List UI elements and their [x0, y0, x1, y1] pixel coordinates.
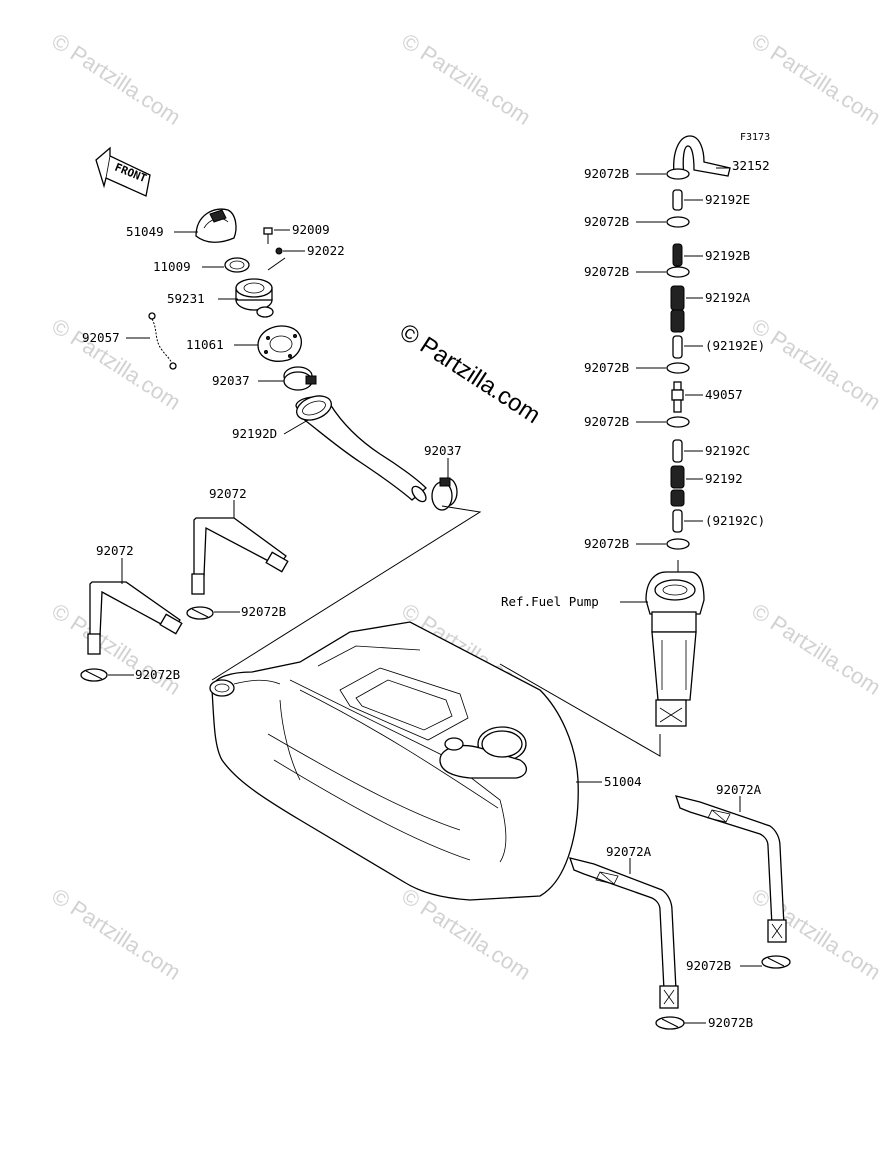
label-92037-lower: 92037 [424, 443, 462, 458]
label-59231: 59231 [167, 291, 205, 306]
label-92057: 92057 [82, 330, 120, 345]
strap-92072A-lower [569, 857, 679, 1009]
figure-code: F3173 [740, 132, 770, 143]
clip-92072B [666, 416, 690, 428]
clip-92072B [666, 538, 690, 550]
clip-92072B [80, 668, 108, 682]
watermark: © Partzilla.com [747, 598, 885, 700]
washer [275, 247, 283, 255]
clip-92072B [666, 216, 690, 228]
clip-92072B [666, 362, 690, 374]
flange-plate [257, 325, 302, 362]
watermark: © Partzilla.com [47, 313, 185, 415]
label-92009: 92009 [292, 222, 330, 237]
filler-cap-cover [195, 208, 237, 243]
label-92072B-strap-upper: 92072B [241, 604, 286, 619]
label-92022: 92022 [307, 243, 345, 258]
hose-92192B [672, 243, 683, 267]
hose-92192 [670, 465, 685, 489]
label-92192: 92192 [705, 471, 743, 486]
gasket-ring [224, 257, 250, 273]
watermark: © Partzilla.com [47, 28, 185, 130]
hose-clamp [431, 477, 458, 511]
check-valve [671, 381, 684, 413]
label-49057: 49057 [705, 387, 743, 402]
label-32152: 32152 [732, 158, 770, 173]
vent-hose [673, 135, 731, 177]
label-92192E: 92192E [705, 192, 750, 207]
watermark: © Partzilla.com [747, 28, 885, 130]
label-92072-upper: 92072 [209, 486, 247, 501]
label-92072-lower: 92072 [96, 543, 134, 558]
label-92072B-9: 92072B [686, 958, 731, 973]
label-11009: 11009 [153, 259, 191, 274]
hose-92192A-lower [670, 309, 685, 333]
label-ref-fuel-pump: Ref.Fuel Pump [501, 594, 599, 609]
tube-92192E-ref [672, 335, 683, 359]
label-92192D: 92192D [232, 426, 277, 441]
label-51049: 51049 [126, 224, 164, 239]
strap-92072A-right [675, 795, 787, 943]
label-11061: 11061 [186, 337, 224, 352]
clip-92072B [186, 606, 214, 620]
label-92072B-5: 92072B [584, 414, 629, 429]
watermark: © Partzilla.com [47, 883, 185, 985]
label-92072A-right: 92072A [716, 782, 762, 797]
watermark: © Partzilla.com [747, 313, 885, 415]
label-92072B-1: 92072B [584, 166, 629, 181]
tube-92192C [672, 439, 683, 463]
bolt [263, 227, 273, 244]
strap-92072-lower [87, 581, 183, 655]
label-92072B-3: 92072B [584, 264, 629, 279]
label-92037-upper: 92037 [212, 373, 250, 388]
label-92072A-lower: 92072A [606, 844, 652, 859]
filler-neck [235, 278, 274, 318]
tube-92192E [672, 189, 683, 211]
clip-92072B [666, 266, 690, 278]
watermark: © Partzilla.com [397, 28, 535, 130]
clip-92072B [666, 168, 690, 180]
label-92192E-ref: (92192E) [705, 338, 765, 353]
front-arrow-icon: FRONT [95, 146, 151, 197]
strap-92072-upper [191, 517, 289, 595]
fuel-tank [209, 621, 579, 901]
clip-92072B [761, 955, 791, 969]
label-92072B-6: 92072B [584, 536, 629, 551]
clip-92072B [655, 1016, 685, 1030]
fuel-pump [645, 560, 705, 727]
tether-cord [148, 312, 177, 370]
label-92072B-2: 92072B [584, 214, 629, 229]
tube-92192C-ref [672, 509, 683, 533]
hose-92192-lower [670, 489, 685, 507]
label-92192C: 92192C [705, 443, 750, 458]
filler-hose [295, 395, 427, 503]
label-51004: 51004 [604, 774, 642, 789]
hose-92192A [670, 285, 685, 311]
label-92072B-10: 92072B [708, 1015, 753, 1030]
watermark-main: © Partzilla.com [395, 318, 545, 429]
hose-clamp [283, 366, 317, 391]
label-92072B-strap-lower: 92072B [135, 667, 180, 682]
label-92192C-ref: (92192C) [705, 513, 765, 528]
label-92192A: 92192A [705, 290, 751, 305]
label-92072B-4: 92072B [584, 360, 629, 375]
label-92192B: 92192B [705, 248, 750, 263]
